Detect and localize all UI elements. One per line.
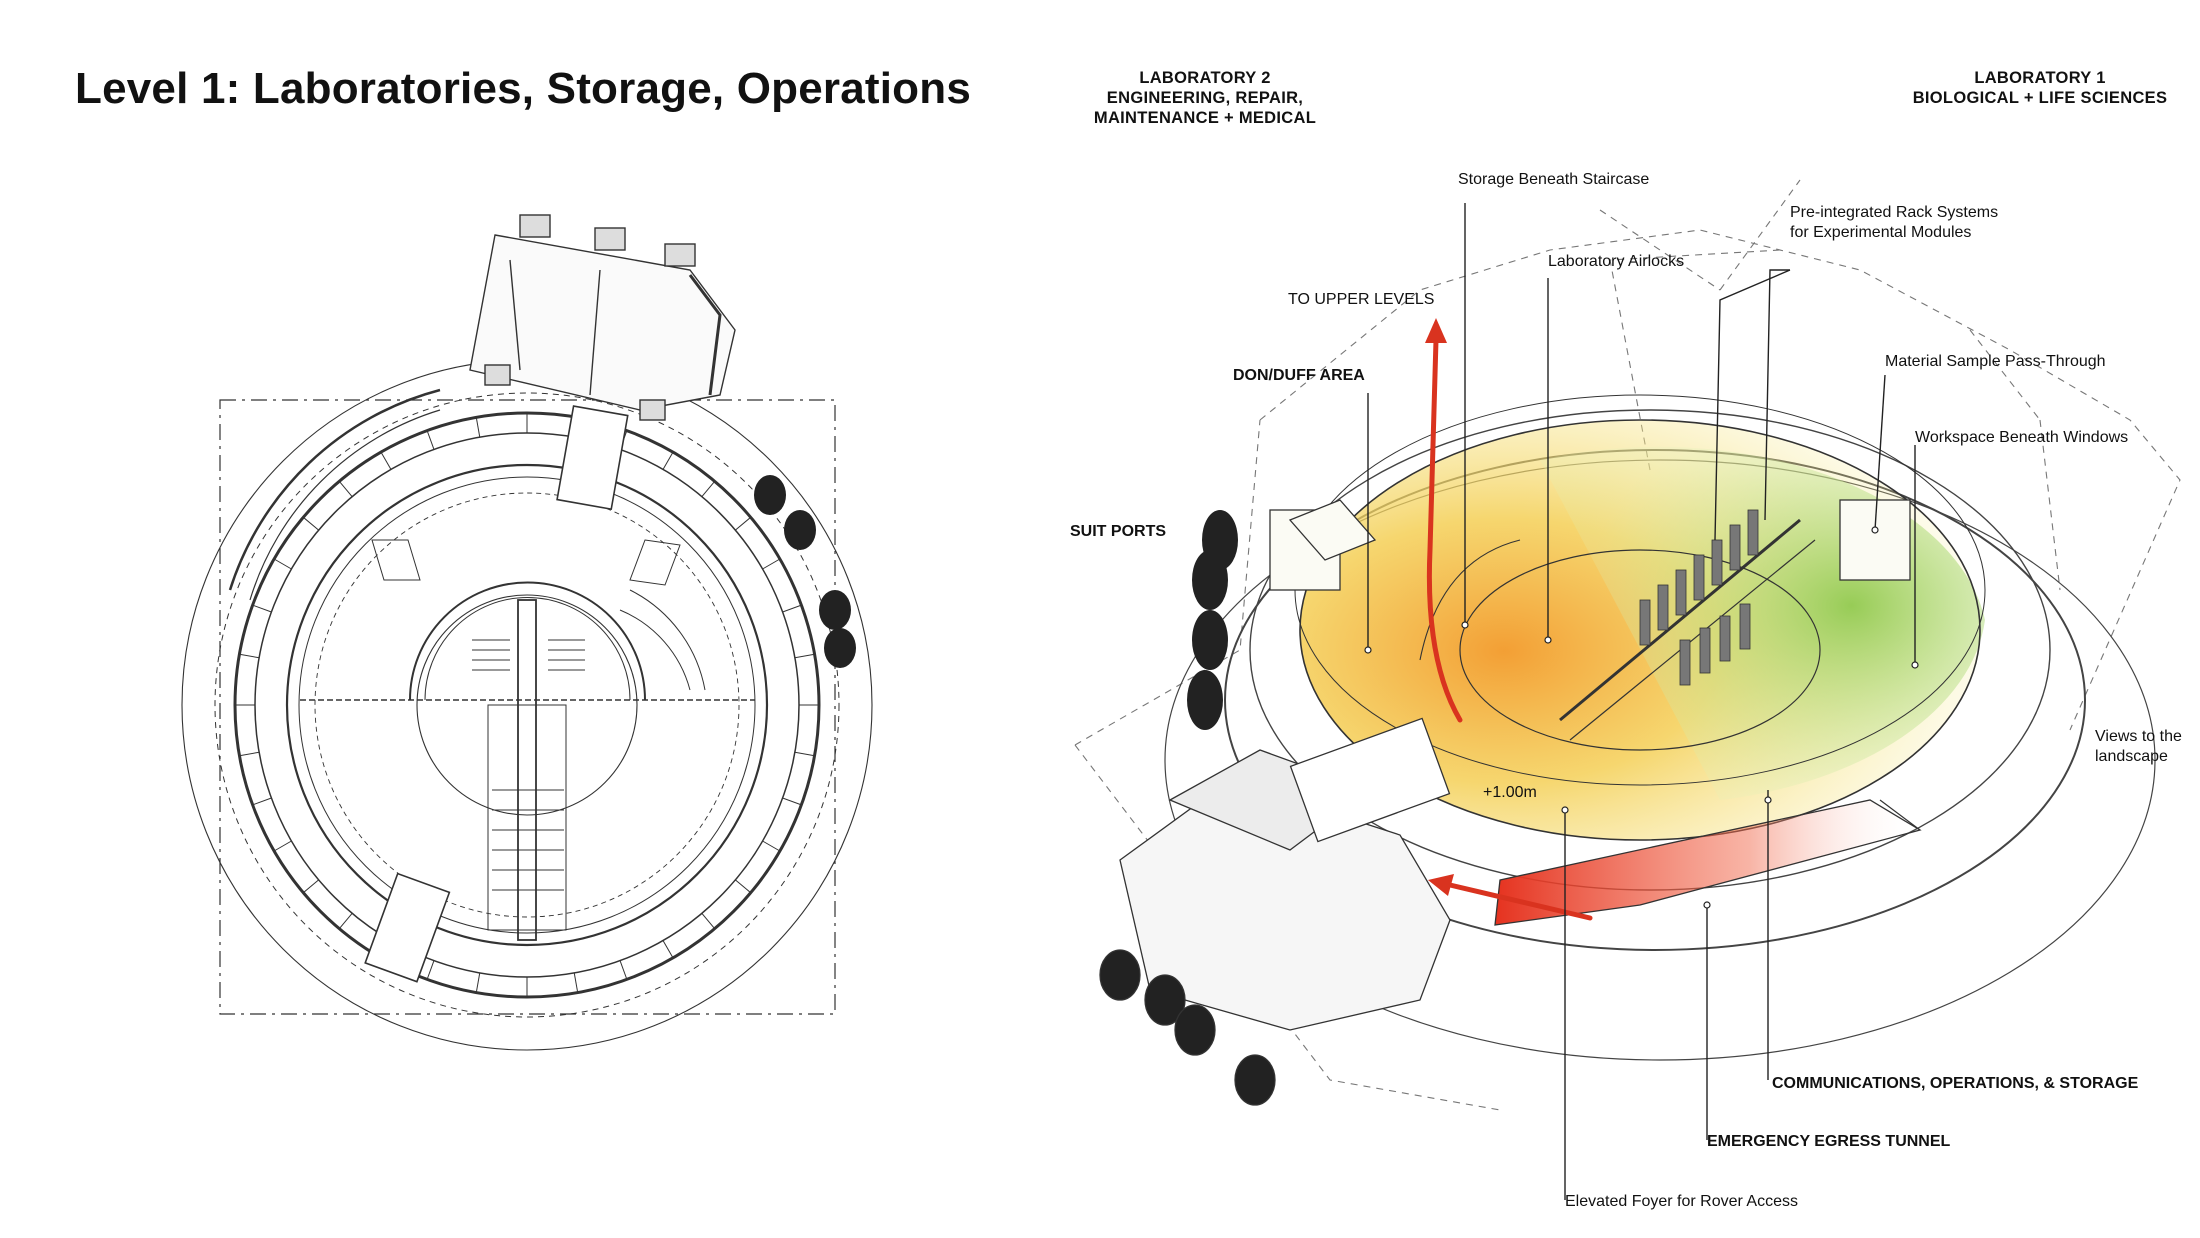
perimeter-tick	[239, 653, 260, 659]
perimeter-tick	[338, 480, 353, 497]
label-rack-systems: Pre-integrated Rack Systems for Experime…	[1790, 203, 1998, 243]
circulation-arrows	[1426, 337, 1593, 921]
perimeter-tick	[338, 913, 353, 930]
lab1-line-2: BIOLOGICAL + LIFE SCIENCES	[1912, 89, 2168, 107]
lab2-line-3: MAINTENANCE + MEDICAL	[1093, 109, 1317, 127]
label-views: Views to the landscape	[2095, 727, 2182, 767]
perimeter-tick	[782, 604, 802, 613]
laboratory-2-header: LABORATORY 2 ENGINEERING, REPAIR, MAINTE…	[1080, 68, 1330, 128]
perimeter-tick	[735, 879, 752, 894]
perimeter-tick	[273, 840, 292, 852]
label-elevation: +1.00m	[1483, 784, 1537, 801]
perimeter-tick	[762, 558, 781, 570]
plan-airlock-top	[556, 405, 629, 511]
views-line-1: Views to the	[2095, 728, 2182, 745]
lab2-line-1: LABORATORY 2	[1139, 69, 1271, 87]
label-emergency-egress: EMERGENCY EGRESS TUNNEL	[1707, 1133, 1951, 1150]
perimeter-tick	[662, 940, 674, 959]
emergency-egress-tunnel	[1494, 799, 1922, 926]
label-to-upper-levels: TO UPPER LEVELS	[1288, 291, 1435, 308]
laboratory-1-header: LABORATORY 1 BIOLOGICAL + LIFE SCIENCES	[1890, 68, 2190, 108]
plan-suit-figures	[754, 475, 856, 668]
label-suit-ports: SUIT PORTS	[1070, 523, 1167, 540]
perimeter-tick	[273, 558, 292, 570]
rover-access-arrow	[1447, 882, 1593, 921]
perimeter-tick	[302, 879, 319, 894]
perimeter-tick	[252, 797, 272, 806]
perimeter-tick	[794, 653, 815, 659]
label-storage-staircase: Storage Beneath Staircase	[1458, 171, 1650, 188]
plan-airlock-bottom	[364, 872, 451, 983]
perimeter-tick	[762, 840, 781, 852]
label-airlocks: Laboratory Airlocks	[1548, 253, 1685, 270]
perimeter-tick	[735, 516, 752, 531]
label-comms-ops-storage: COMMUNICATIONS, OPERATIONS, & STORAGE	[1772, 1075, 2139, 1092]
leader-rack-a	[1764, 269, 1790, 521]
perimeter-tick	[252, 604, 272, 613]
perimeter-tick	[475, 417, 481, 438]
perimeter-tick	[239, 751, 260, 757]
perimeter-tick	[794, 751, 815, 757]
label-don-duff: DON/DUFF AREA	[1233, 367, 1365, 384]
page-title: Level 1: Laboratories, Storage, Operatio…	[75, 64, 971, 113]
axo-suit-figures	[1187, 510, 1238, 730]
perimeter-tick	[426, 960, 435, 980]
lab1-line-1: LABORATORY 1	[1974, 69, 2106, 87]
label-workspace-windows: Workspace Beneath Windows	[1915, 429, 2129, 446]
rack-systems	[1639, 509, 1759, 686]
perimeter-tick	[475, 972, 481, 993]
lab2-line-2: ENGINEERING, REPAIR,	[1106, 89, 1304, 107]
perimeter-tick	[782, 797, 802, 806]
perimeter-tick	[380, 451, 392, 470]
perimeter-tick	[701, 913, 716, 930]
label-foyer: Elevated Foyer for Rover Access	[1565, 1193, 1798, 1210]
label-material-pass: Material Sample Pass-Through	[1885, 353, 2106, 370]
rack-line-1: Pre-integrated Rack Systems	[1790, 204, 1999, 221]
rack-line-2: for Experimental Modules	[1790, 224, 1972, 241]
perimeter-tick	[426, 430, 435, 450]
views-line-2: landscape	[2095, 748, 2168, 765]
perimeter-tick	[619, 960, 628, 980]
perimeter-tick	[662, 451, 674, 470]
rover-plan	[469, 214, 736, 421]
rover-axo	[1099, 717, 1451, 1106]
site-boundary-square	[219, 399, 836, 1015]
axo-airlock-right	[1839, 499, 1911, 581]
leader-rack-b	[1714, 269, 1791, 541]
perimeter-tick	[302, 516, 319, 531]
to-upper-arrow	[1426, 337, 1463, 723]
leader-material	[1874, 374, 1886, 531]
perimeter-tick	[573, 972, 579, 993]
perimeter-tick	[701, 480, 716, 497]
